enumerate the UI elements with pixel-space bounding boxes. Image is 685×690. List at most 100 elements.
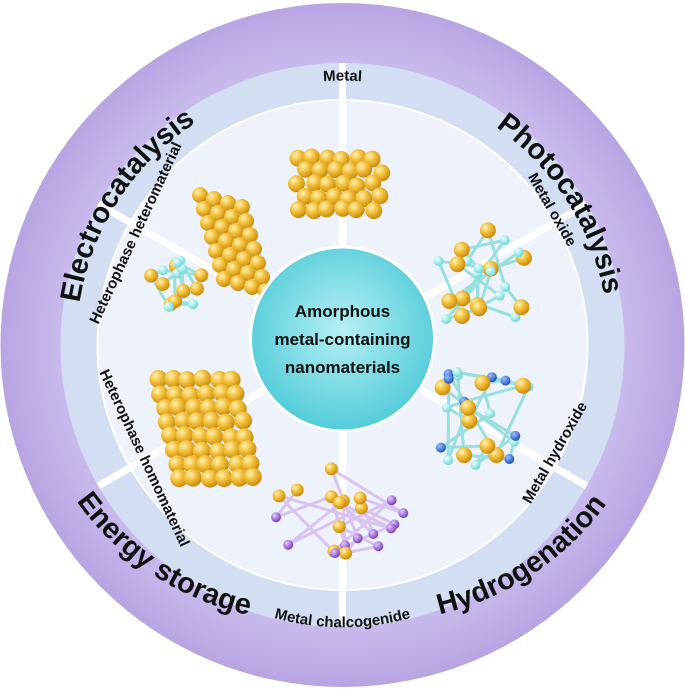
gold-atom xyxy=(220,195,236,211)
gold-atom xyxy=(226,261,242,277)
gold-atom xyxy=(214,397,233,416)
gold-atom xyxy=(164,370,183,388)
gold-atom xyxy=(205,427,224,446)
gold-atom xyxy=(335,174,353,192)
oxygen-atom xyxy=(485,408,496,419)
metal-chalcogenide-illustration xyxy=(271,462,409,560)
oxygen-atom xyxy=(443,455,454,466)
gold-atom xyxy=(228,223,244,239)
hydrogen-atom xyxy=(510,430,521,441)
center-line-3: nanomaterials xyxy=(285,358,400,377)
gold-atom xyxy=(232,237,248,253)
gold-atom xyxy=(272,489,286,503)
heterophase-heteromaterial-illustration xyxy=(144,187,274,312)
gold-atom xyxy=(327,161,345,179)
gold-atom xyxy=(454,290,471,307)
gold-atom xyxy=(290,483,304,497)
gold-atom xyxy=(177,440,196,459)
oxygen-atom xyxy=(188,299,199,310)
gold-atom xyxy=(515,377,531,394)
gold-atom xyxy=(339,546,353,560)
gold-atom xyxy=(174,411,193,430)
gold-atom xyxy=(189,281,204,296)
gold-atom xyxy=(240,265,256,281)
chalcogen-atom xyxy=(398,508,409,519)
bond xyxy=(462,384,525,404)
hydrogen-atom xyxy=(500,375,511,386)
gold-atom xyxy=(210,205,226,221)
gold-atom xyxy=(311,161,329,179)
bond xyxy=(329,467,405,515)
gold-atom xyxy=(434,379,451,396)
oxygen-atom xyxy=(500,281,511,292)
gold-atom xyxy=(513,299,530,316)
gold-atom xyxy=(213,384,231,402)
gold-atom xyxy=(254,269,270,285)
gold-atom xyxy=(471,300,488,317)
gold-atom xyxy=(234,199,250,215)
gold-atom xyxy=(202,411,221,430)
oxygen-atom xyxy=(441,402,452,413)
bond xyxy=(274,495,333,519)
gold-atom xyxy=(222,370,241,389)
gold-atom xyxy=(306,174,324,192)
gold-atom xyxy=(176,284,191,298)
oxygen-atom xyxy=(157,265,168,276)
bond xyxy=(486,228,507,289)
bond xyxy=(338,501,393,530)
gold-atom xyxy=(183,468,202,487)
oxygen-atom xyxy=(485,266,496,277)
gold-atom xyxy=(355,160,373,178)
gold-atom xyxy=(230,275,246,291)
gold-atom xyxy=(178,371,197,390)
gold-atom xyxy=(192,441,211,460)
gold-atom xyxy=(332,520,346,534)
metal-hydroxide-illustration xyxy=(434,367,534,470)
gold-atom xyxy=(243,467,262,486)
gold-atom xyxy=(454,308,470,324)
gold-atom xyxy=(215,469,234,488)
chalcogen-atom xyxy=(330,548,340,559)
oxygen-atom xyxy=(510,312,521,323)
segment-label-metal: Metal xyxy=(323,68,363,86)
gold-atom xyxy=(168,398,187,416)
gold-atom xyxy=(149,370,168,388)
chalcogen-atom xyxy=(386,523,397,534)
gold-atom xyxy=(324,462,338,476)
gold-atom xyxy=(354,501,368,515)
gold-atom xyxy=(170,469,189,488)
hydrogen-atom xyxy=(504,454,515,464)
gold-atom xyxy=(234,411,253,430)
gold-atom xyxy=(238,440,257,458)
gold-atom xyxy=(333,496,347,510)
gold-atom xyxy=(161,426,180,445)
gold-atom xyxy=(196,201,212,217)
gold-atom xyxy=(456,447,473,464)
gold-atom xyxy=(201,469,219,488)
gold-atom xyxy=(318,200,335,218)
gold-atom xyxy=(206,191,222,207)
gold-atom xyxy=(288,175,305,193)
gold-atom xyxy=(441,293,458,309)
gold-atom xyxy=(185,398,203,417)
gold-atom xyxy=(144,268,159,283)
gold-atom xyxy=(297,160,315,178)
gold-atom xyxy=(151,385,170,404)
oxygen-atom xyxy=(499,235,510,246)
hydrogen-atom xyxy=(443,373,454,384)
gold-atom xyxy=(197,384,216,403)
center-circle xyxy=(249,245,436,433)
metal-atoms-illustration xyxy=(288,148,391,220)
oxygen-atom xyxy=(494,290,505,301)
gold-atom xyxy=(192,187,208,203)
gold-atom xyxy=(209,442,228,461)
gold-atom xyxy=(210,455,229,474)
gold-atom xyxy=(460,399,477,416)
gold-atom xyxy=(365,202,383,220)
heterophase-homomaterial-illustration xyxy=(149,369,262,488)
gold-atom xyxy=(223,440,242,459)
gold-atom xyxy=(216,413,235,432)
center-line-1: Amorphous xyxy=(295,302,390,321)
oxygen-atom xyxy=(172,257,183,268)
gold-atom xyxy=(212,257,228,273)
